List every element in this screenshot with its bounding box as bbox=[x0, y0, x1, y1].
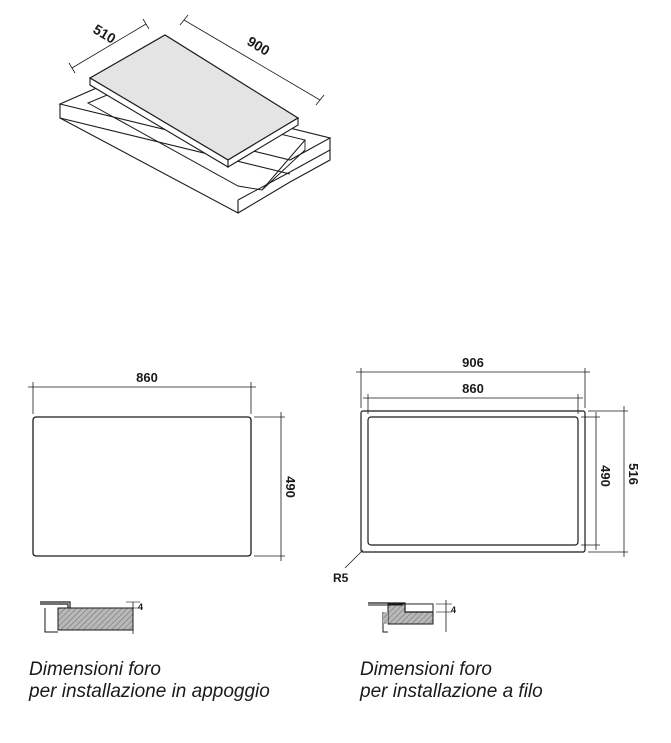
flush-radius-callout: R5 bbox=[333, 549, 364, 585]
overlay-caption-line2: per installazione in appoggio bbox=[29, 681, 270, 702]
overlay-caption: Dimensioni foro per installazione in app… bbox=[29, 659, 270, 703]
overlay-detail-thickness-label: 4 bbox=[138, 602, 143, 612]
overlay-height-dimension: 490 bbox=[254, 412, 298, 561]
flush-section-detail: 4 bbox=[368, 600, 456, 633]
flush-outer-width-label: 906 bbox=[462, 355, 484, 370]
perspective-view: 510 900 bbox=[58, 14, 332, 214]
overlay-cutout-drawing: 860 490 4 bbox=[28, 370, 298, 634]
overlay-caption-line1: Dimensioni foro bbox=[29, 659, 161, 680]
overlay-cutout-rect bbox=[32, 416, 252, 557]
flush-caption: Dimensioni foro per installazione a filo bbox=[360, 659, 543, 703]
flush-inner-height-dimension: 490 bbox=[581, 412, 613, 550]
overlay-width-dimension: 860 bbox=[28, 370, 256, 414]
flush-caption-line1: Dimensioni foro bbox=[360, 659, 492, 680]
overlay-height-label: 490 bbox=[283, 476, 298, 498]
flush-outer-height-dimension: 516 bbox=[588, 406, 641, 557]
flush-detail-thickness-label: 4 bbox=[451, 605, 456, 615]
flush-outer-width-dimension: 906 bbox=[356, 355, 590, 408]
flush-radius-label: R5 bbox=[333, 571, 349, 585]
width-label: 900 bbox=[244, 33, 272, 59]
flush-inner-rect bbox=[367, 416, 579, 546]
hob-plate bbox=[88, 34, 300, 168]
flush-cutout-drawing: 906 860 490 516 R5 bbox=[333, 355, 641, 633]
overlay-width-label: 860 bbox=[136, 370, 158, 385]
flush-inner-height-label: 490 bbox=[598, 465, 613, 487]
flush-caption-line2: per installazione a filo bbox=[360, 681, 543, 702]
flush-outer-rect bbox=[360, 410, 586, 553]
overlay-section-detail: 4 bbox=[40, 601, 143, 634]
flush-outer-height-label: 516 bbox=[626, 463, 641, 485]
flush-inner-width-label: 860 bbox=[462, 381, 484, 396]
flush-inner-width-dimension: 860 bbox=[363, 381, 583, 414]
